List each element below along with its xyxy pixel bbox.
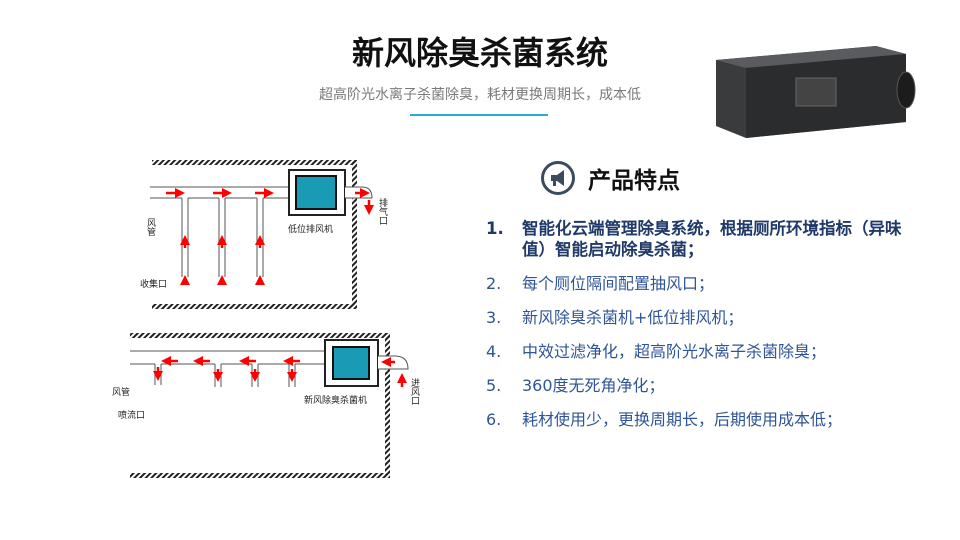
features-heading-text: 产品特点: [588, 168, 680, 194]
item-number: 1.: [486, 219, 504, 238]
duct-label: 风管: [145, 218, 156, 236]
exhaust-diagram: 风管 收集口 低位排风机 排气口: [140, 160, 388, 309]
feature-item: 1. 智能化云端管理除臭系统，根据厕所环境指标（异味值）智能启动除臭杀菌；: [486, 218, 906, 260]
product-image: [716, 46, 916, 138]
feature-item: 2. 每个厕位隔间配置抽风口；: [486, 273, 906, 294]
item-text: 耗材使用少，更换周期长，后期使用成本低；: [522, 410, 843, 429]
feature-item: 3. 新风除臭杀菌机+低位排风机；: [486, 307, 906, 328]
collector-label: 收集口: [140, 278, 167, 290]
fresh-air-diagram: 风管 喷流口 新风除臭杀菌机 进风口: [112, 333, 420, 478]
feature-item: 4. 中效过滤净化，超高阶光水离子杀菌除臭；: [486, 341, 906, 362]
feature-item: 6. 耗材使用少，更换周期长，后期使用成本低；: [486, 409, 906, 430]
item-number: 5.: [486, 376, 502, 395]
duct-label-2: 风管: [112, 386, 130, 398]
item-number: 2.: [486, 274, 502, 293]
page-subtitle: 超高阶光水离子杀菌除臭，耗材更换周期长，成本低: [319, 87, 641, 103]
features-heading: 产品特点: [540, 160, 680, 196]
item-number: 3.: [486, 308, 502, 327]
fan-label: 低位排风机: [288, 223, 333, 235]
item-text: 智能化云端管理除臭系统，根据厕所环境指标（异味值）智能启动除臭杀菌；: [522, 219, 902, 259]
item-text: 新风除臭杀菌机+低位排风机；: [522, 308, 744, 327]
page-title: 新风除臭杀菌系统: [351, 34, 608, 72]
item-text: 中效过滤净化，超高阶光水离子杀菌除臭；: [522, 342, 827, 361]
item-text: 360度无死角净化；: [522, 376, 665, 395]
unit-label: 新风除臭杀菌机: [304, 394, 367, 406]
item-number: 4.: [486, 342, 502, 361]
exhaust-label: 排气口: [377, 197, 388, 225]
item-number: 6.: [486, 410, 502, 429]
megaphone-icon: [541, 161, 575, 195]
feature-list: 1. 智能化云端管理除臭系统，根据厕所环境指标（异味值）智能启动除臭杀菌； 2. 每…: [486, 218, 906, 443]
intake-label: 进风口: [409, 378, 420, 405]
feature-item: 5. 360度无死角净化；: [486, 375, 906, 396]
title-underline: [410, 114, 548, 116]
nozzle-label: 喷流口: [118, 409, 145, 421]
item-text: 每个厕位隔间配置抽风口；: [522, 274, 715, 293]
